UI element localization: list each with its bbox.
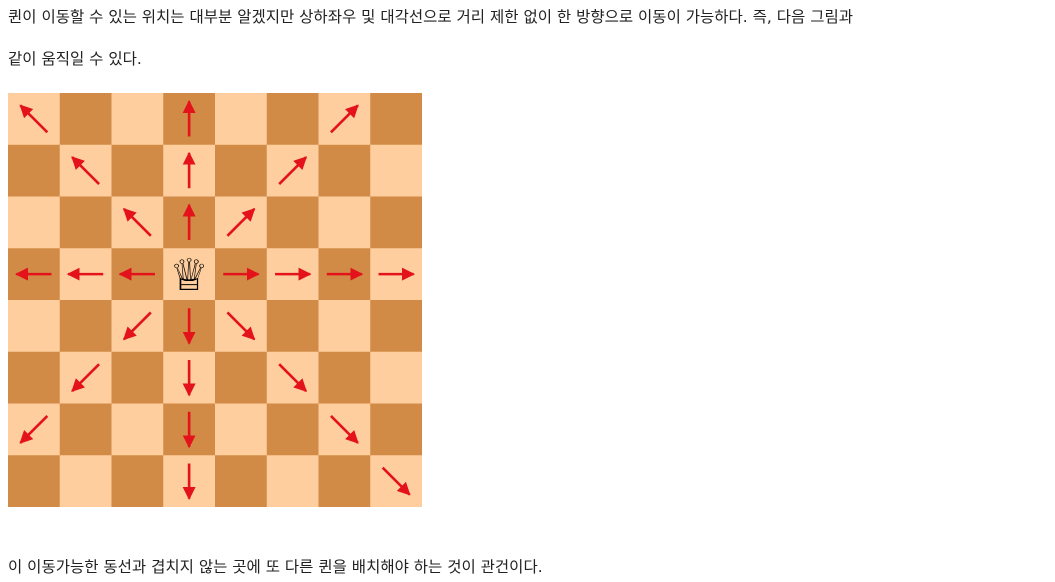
dark-square <box>8 144 61 197</box>
move-arrow-se <box>278 363 307 392</box>
dark-square <box>215 351 268 404</box>
light-square <box>266 455 319 507</box>
dark-square <box>318 455 371 507</box>
dark-square <box>318 351 371 404</box>
light-square <box>111 403 164 456</box>
dark-square <box>370 196 422 249</box>
dark-square <box>215 455 268 507</box>
dark-square <box>59 403 112 456</box>
dark-square <box>370 300 422 353</box>
chessboard-queen-moves: ♕ <box>8 93 422 507</box>
dark-square <box>370 93 422 146</box>
light-square <box>215 403 268 456</box>
dark-square <box>215 144 268 197</box>
move-arrow-nw <box>19 104 49 134</box>
dark-square <box>111 144 164 197</box>
dark-square <box>59 300 112 353</box>
light-square <box>163 248 216 301</box>
dark-square <box>59 93 112 146</box>
dark-square <box>111 455 164 507</box>
light-square <box>318 300 371 353</box>
move-arrow-nw <box>123 208 152 237</box>
move-arrow-ne <box>278 156 307 185</box>
dark-square <box>266 196 319 249</box>
outro-paragraph: 이 이동가능한 동선과 겹치지 않는 곳에 또 다른 퀸을 배치해야 하는 것이… <box>8 558 543 576</box>
dark-square <box>111 351 164 404</box>
move-arrow-sw <box>123 311 152 341</box>
move-arrow-se <box>226 311 256 341</box>
move-arrow-se <box>330 415 359 444</box>
move-arrow-ne <box>330 104 359 134</box>
move-arrow-se <box>381 466 411 496</box>
dark-square <box>266 403 319 456</box>
light-square <box>215 93 268 146</box>
light-square <box>59 455 112 507</box>
light-square <box>111 93 164 146</box>
light-square <box>8 196 61 249</box>
light-square <box>370 144 422 197</box>
light-square <box>318 196 371 249</box>
move-arrow-sw <box>19 415 49 444</box>
move-arrow-nw <box>71 156 100 185</box>
dark-square <box>266 93 319 146</box>
move-arrow-sw <box>71 363 100 392</box>
dark-square <box>370 403 422 456</box>
move-arrow-ne <box>226 208 256 237</box>
light-square <box>8 300 61 353</box>
dark-square <box>8 455 61 507</box>
dark-square <box>266 300 319 353</box>
light-square <box>370 351 422 404</box>
intro-paragraph-line-1: 퀸이 이동할 수 있는 위치는 대부분 알겠지만 상하좌우 및 대각선으로 거리… <box>8 8 853 26</box>
intro-paragraph-line-2: 같이 움직일 수 있다. <box>8 50 142 68</box>
dark-square <box>59 196 112 249</box>
white-queen-icon: ♕ <box>169 250 208 301</box>
dark-square <box>318 144 371 197</box>
dark-square <box>8 351 61 404</box>
